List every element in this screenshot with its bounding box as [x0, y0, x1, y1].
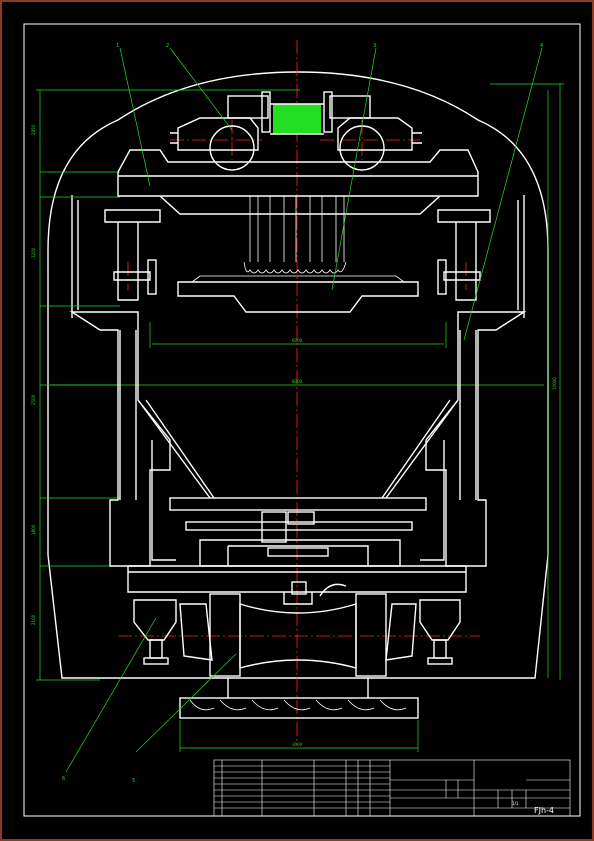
left-foot: [133, 599, 177, 665]
highlight-frame: [270, 103, 324, 135]
svg-text:2500: 2500: [31, 394, 36, 405]
part-label-3: 3: [373, 43, 376, 49]
top-beam: [104, 149, 491, 223]
part-label-1: 1: [116, 43, 119, 49]
drawing-border: [23, 23, 581, 817]
title-block: 1/1 FJh-4: [213, 759, 571, 817]
highlight-block: [273, 104, 321, 134]
outer-contour: [47, 71, 549, 679]
svg-text:10000: 10000: [552, 377, 557, 390]
base-rail: [179, 678, 419, 719]
top-motor-left: [170, 91, 271, 171]
bottom-drive: [179, 581, 417, 677]
drawing-code: FJh-4: [534, 806, 554, 815]
part-label-5: 5: [132, 778, 135, 784]
lower-frame: [127, 440, 467, 593]
right-column: [381, 222, 527, 567]
svg-text:1200: 1200: [31, 247, 36, 258]
top-motor-right: [323, 91, 422, 171]
centerlines: [118, 40, 480, 745]
leader-lines: [65, 47, 543, 773]
part-label-6: 6: [62, 776, 65, 782]
sheet-number: 1/1: [512, 801, 519, 806]
left-column: [69, 222, 215, 567]
svg-text:2850: 2850: [31, 124, 36, 135]
part-label-4: 4: [540, 43, 543, 49]
right-foot: [419, 599, 461, 665]
svg-text:6000: 6000: [292, 338, 303, 343]
svg-text:2100: 2100: [31, 614, 36, 625]
dimension-lines: [36, 83, 564, 752]
svg-text:1800: 1800: [31, 524, 36, 535]
inner-contour: [71, 195, 525, 318]
part-labels: 1 2 3 4 5 6: [62, 43, 543, 784]
hanging-rods: [243, 196, 347, 274]
pressure-plate: [177, 275, 419, 313]
part-label-2: 2: [166, 43, 169, 49]
